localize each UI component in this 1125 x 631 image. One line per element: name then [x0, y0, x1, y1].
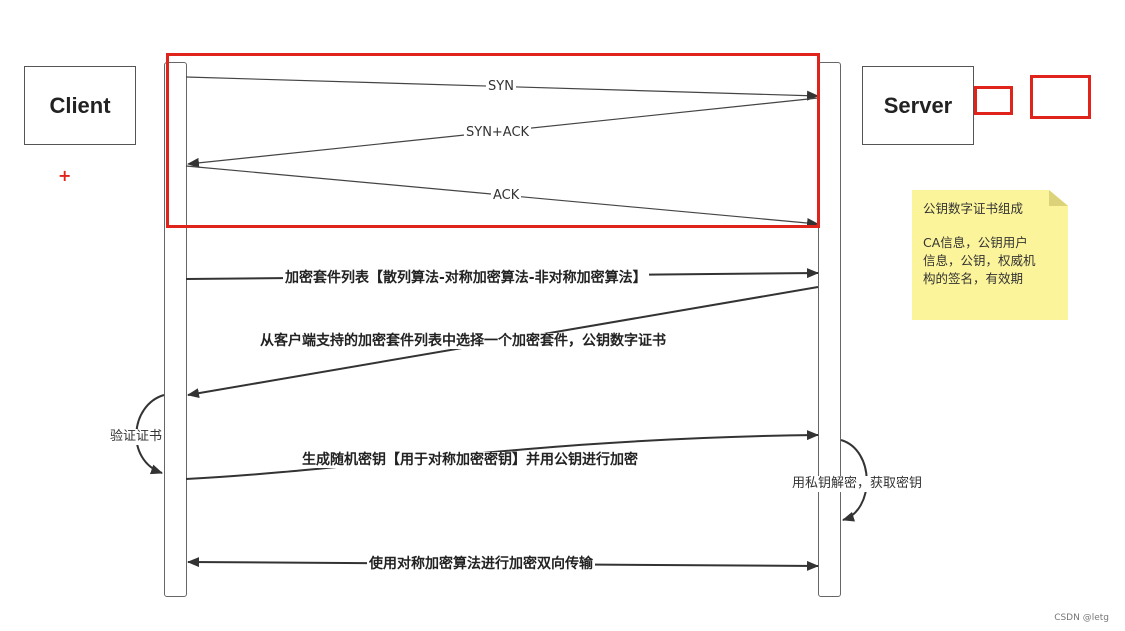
red-marker-small	[974, 86, 1013, 115]
handshake-highlight-box	[166, 53, 820, 228]
ack-label: ACK	[491, 188, 522, 204]
note-title: 公钥数字证书组成	[923, 201, 1024, 216]
verify-cert-label: 验证证书	[110, 429, 163, 445]
red-plus-mark: +	[58, 166, 72, 185]
server-lifeline	[818, 62, 841, 597]
note-line-2: 信息，公钥，权威机	[923, 253, 1036, 268]
server-label: Server	[883, 92, 953, 118]
watermark: CSDN @letg	[1054, 613, 1109, 623]
note-line-3: 构的签名，有效期	[923, 271, 1024, 286]
symmetric-label: 使用对称加密算法进行加密双向传输	[367, 556, 595, 572]
certificate-note: 公钥数字证书组成 CA信息，公钥用户 信息，公钥，权威机 构的签名，有效期	[912, 190, 1068, 320]
red-marker-large	[1030, 75, 1091, 119]
session-key-label: 生成随机密钥【用于对称加密密钥】并用公钥进行加密	[300, 452, 640, 468]
server-actor-box: Server	[862, 66, 974, 145]
note-line-1: CA信息，公钥用户	[923, 235, 1028, 250]
client-lifeline	[164, 62, 187, 597]
syn-ack-label: SYN+ACK	[464, 125, 532, 141]
server-select-label: 从客户端支持的加密套件列表中选择一个加密套件，公钥数字证书	[258, 333, 668, 349]
decrypt-label: 用私钥解密，获取密钥	[792, 476, 923, 492]
client-label: Client	[49, 92, 111, 118]
client-actor-box: Client	[24, 66, 136, 145]
syn-label: SYN	[486, 79, 516, 95]
cipher-list-label: 加密套件列表【散列算法-对称加密算法-非对称加密算法】	[283, 270, 649, 286]
